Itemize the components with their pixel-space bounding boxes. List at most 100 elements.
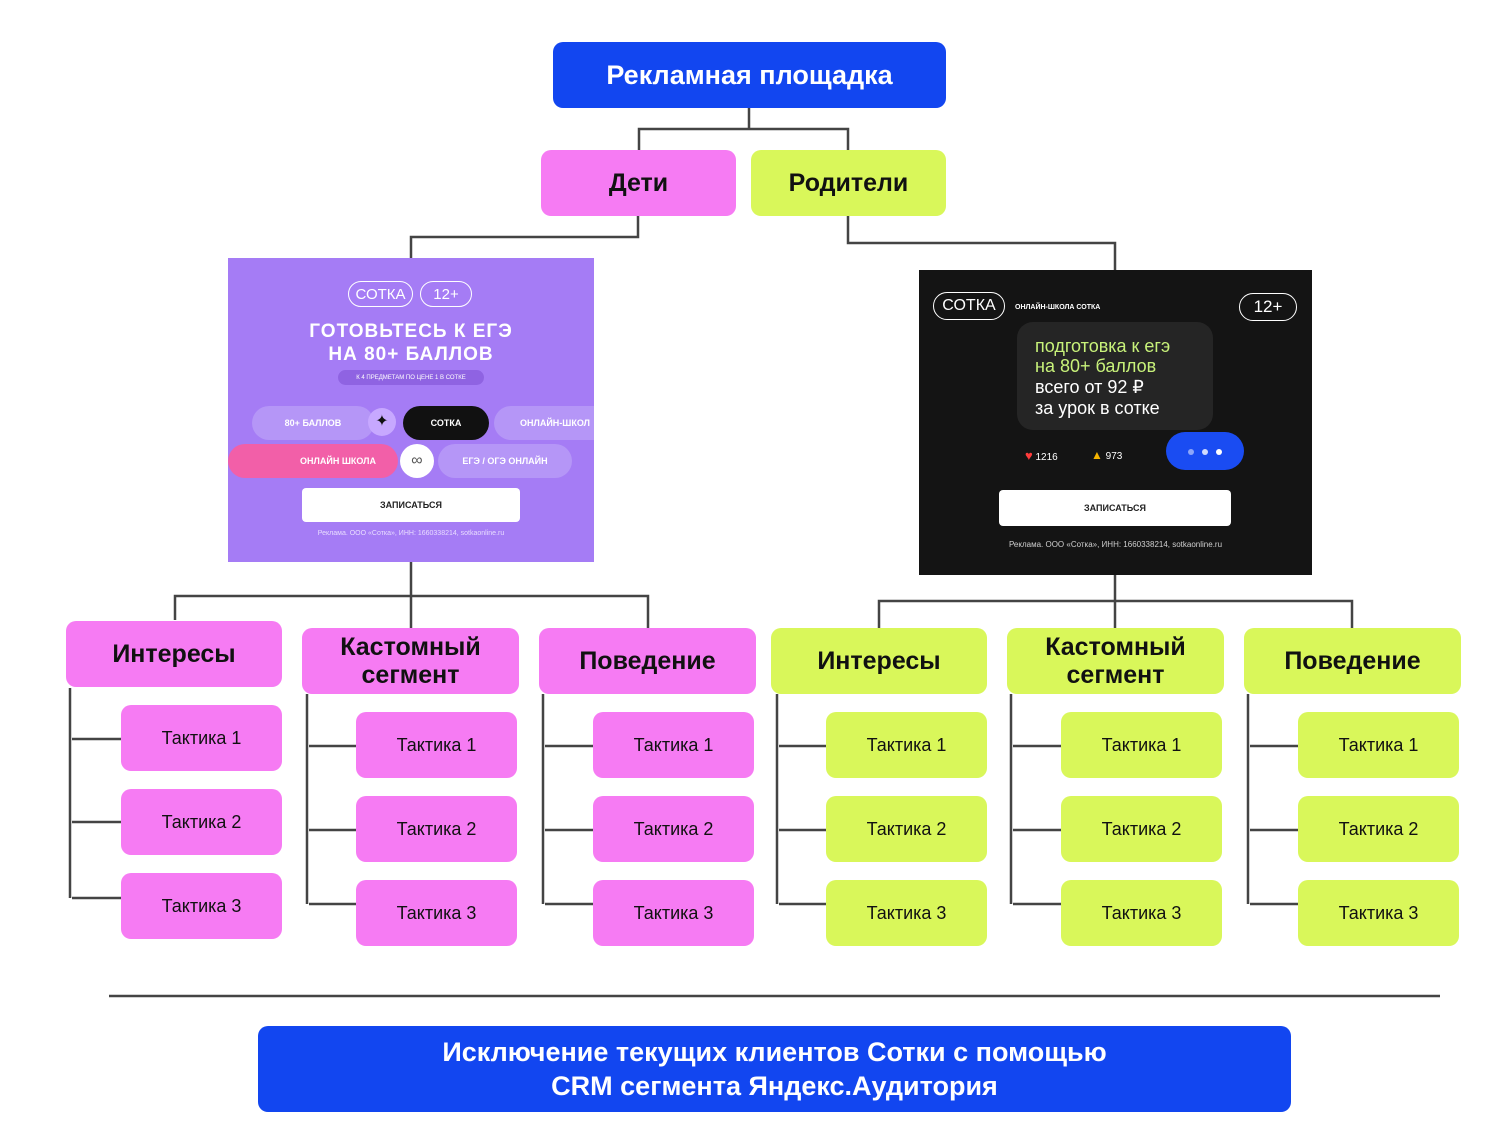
signup-button[interactable]: ЗАПИСАТЬСЯ	[999, 490, 1231, 526]
audience-parents: Родители	[751, 150, 946, 216]
tactic-label: Тактика 3	[161, 895, 242, 916]
tactic-node: Тактика 1	[826, 712, 987, 778]
exclusion-banner: Исключение текущих клиентов Сотки с помо…	[258, 1026, 1291, 1112]
ad-legal-text: Реклама. ООО «Сотка», ИНН: 1660338214, s…	[1008, 540, 1223, 549]
audience-parents-label: Родители	[788, 168, 909, 197]
banner-line: Исключение текущих клиентов Сотки с помо…	[442, 1037, 1107, 1067]
typing-dot	[1216, 449, 1222, 455]
tactic-node: Тактика 3	[356, 880, 517, 946]
tactic-label: Тактика 1	[866, 734, 947, 755]
message-line: всего от 92 ₽	[1035, 377, 1144, 397]
tactic-node: Тактика 2	[826, 796, 987, 862]
segment-label: сегмент	[361, 661, 460, 689]
chip: 80+ БАЛЛОВ	[252, 406, 374, 440]
tactic-node: Тактика 3	[593, 880, 754, 946]
ad-creative-kids: СОТКА 12+ ГОТОВЬТЕСЬ К ЕГЭ НА 80+ БАЛЛОВ…	[228, 258, 594, 562]
brand-logo: СОТКА	[348, 281, 413, 307]
brand-logo: СОТКА	[933, 292, 1005, 320]
tactic-label: Тактика 1	[1101, 734, 1182, 755]
tactic-node: Тактика 2	[356, 796, 517, 862]
infinity-icon: ∞	[400, 444, 434, 478]
likes-count: ♥ 1216	[1025, 448, 1058, 463]
tactic-node: Тактика 1	[356, 712, 517, 778]
segment-label: Поведение	[1284, 647, 1421, 675]
brand-text: СОТКА	[942, 297, 996, 314]
audience-children-label: Дети	[608, 168, 669, 197]
tactic-node: Тактика 1	[121, 705, 282, 771]
tactic-node: Тактика 2	[593, 796, 754, 862]
tactic-node: Тактика 1	[1061, 712, 1222, 778]
tactic-node: Тактика 2	[121, 789, 282, 855]
thumbs-up-icon: ▲	[1091, 448, 1103, 462]
ad-tagline: ОНЛАЙН-ШКОЛА СОТКА	[1015, 304, 1101, 311]
segment-custom: Кастомный сегмент	[1007, 628, 1224, 694]
segment-label: сегмент	[1066, 661, 1165, 689]
tactic-label: Тактика 2	[866, 818, 947, 839]
age-text: 12+	[433, 285, 459, 303]
tactic-label: Тактика 2	[161, 811, 242, 832]
tactic-node: Тактика 1	[593, 712, 754, 778]
tactic-label: Тактика 2	[396, 818, 477, 839]
age-badge: 12+	[1239, 293, 1297, 321]
tactic-node: Тактика 3	[826, 880, 987, 946]
tactic-node: Тактика 1	[1298, 712, 1459, 778]
root-node: Рекламная площадка	[553, 42, 946, 108]
typing-bubble	[1166, 432, 1244, 470]
thumbs-count: ▲ 973	[1091, 448, 1122, 462]
chip-active: СОТКА	[403, 406, 489, 440]
message-line: на 80+ баллов	[1035, 356, 1157, 376]
banner-line: CRM сегмента Яндекс.Аудитория	[551, 1071, 998, 1101]
tactic-label: Тактика 3	[1338, 902, 1419, 923]
tactic-label: Тактика 1	[396, 734, 477, 755]
subheadline: К 4 ПРЕДМЕТАМ ПО ЦЕНЕ 1 В СОТКЕ	[338, 370, 484, 385]
party-icon: ✦	[368, 408, 396, 436]
ad-legal-text: Реклама. ООО «Сотка», ИНН: 1660338214, s…	[317, 530, 505, 537]
message-line: подготовка к егэ	[1035, 336, 1171, 356]
tactic-label: Тактика 3	[1101, 902, 1182, 923]
likes-value: 1216	[1035, 452, 1058, 463]
headline-2: НА 80+ БАЛЛОВ	[328, 344, 494, 365]
segment-interests: Интересы	[66, 621, 282, 687]
tactic-node: Тактика 3	[1298, 880, 1459, 946]
tactic-label: Тактика 1	[1338, 734, 1419, 755]
tactic-label: Тактика 3	[866, 902, 947, 923]
tactic-label: Тактика 3	[396, 902, 477, 923]
segment-label: Кастомный	[1045, 633, 1186, 661]
tactic-node: Тактика 2	[1061, 796, 1222, 862]
typing-dot	[1202, 449, 1208, 455]
brand-text: СОТКА	[355, 285, 406, 303]
segment-label: Интересы	[112, 640, 236, 668]
segment-behavior: Поведение	[1244, 628, 1461, 694]
signup-button[interactable]: ЗАПИСАТЬСЯ	[302, 488, 520, 522]
segment-custom: Кастомный сегмент	[302, 628, 519, 694]
chip: ОНЛАЙН-ШКОЛ	[494, 406, 594, 440]
tactic-label: Тактика 2	[633, 818, 714, 839]
message-card	[1017, 322, 1213, 430]
heart-icon: ♥	[1025, 448, 1033, 463]
audience-children: Дети	[541, 150, 736, 216]
thumbs-value: 973	[1105, 451, 1123, 462]
segment-label: Интересы	[817, 647, 941, 675]
segment-interests: Интересы	[771, 628, 987, 694]
tactic-node: Тактика 3	[1061, 880, 1222, 946]
segment-behavior: Поведение	[539, 628, 756, 694]
root-label: Рекламная площадка	[606, 59, 893, 90]
typing-dot	[1188, 449, 1194, 455]
tactic-label: Тактика 2	[1101, 818, 1182, 839]
chip: ЕГЭ / ОГЭ ОНЛАЙН	[438, 444, 572, 478]
tactic-node: Тактика 2	[1298, 796, 1459, 862]
tactic-label: Тактика 3	[633, 902, 714, 923]
tactic-node: Тактика 3	[121, 873, 282, 939]
tactic-label: Тактика 1	[633, 734, 714, 755]
segment-label: Поведение	[579, 647, 716, 675]
tactic-label: Тактика 1	[161, 727, 242, 748]
tactic-label: Тактика 2	[1338, 818, 1419, 839]
message-line: за урок в сотке	[1035, 398, 1160, 418]
headline-1: ГОТОВЬТЕСЬ К ЕГЭ	[309, 321, 513, 342]
chip: ОНЛАЙН ШКОЛА	[228, 444, 398, 478]
age-text: 12+	[1253, 297, 1283, 316]
ad-creative-parents: СОТКА ОНЛАЙН-ШКОЛА СОТКА 12+ подготовка …	[919, 270, 1312, 575]
segment-label: Кастомный	[340, 633, 481, 661]
age-badge: 12+	[420, 281, 472, 307]
